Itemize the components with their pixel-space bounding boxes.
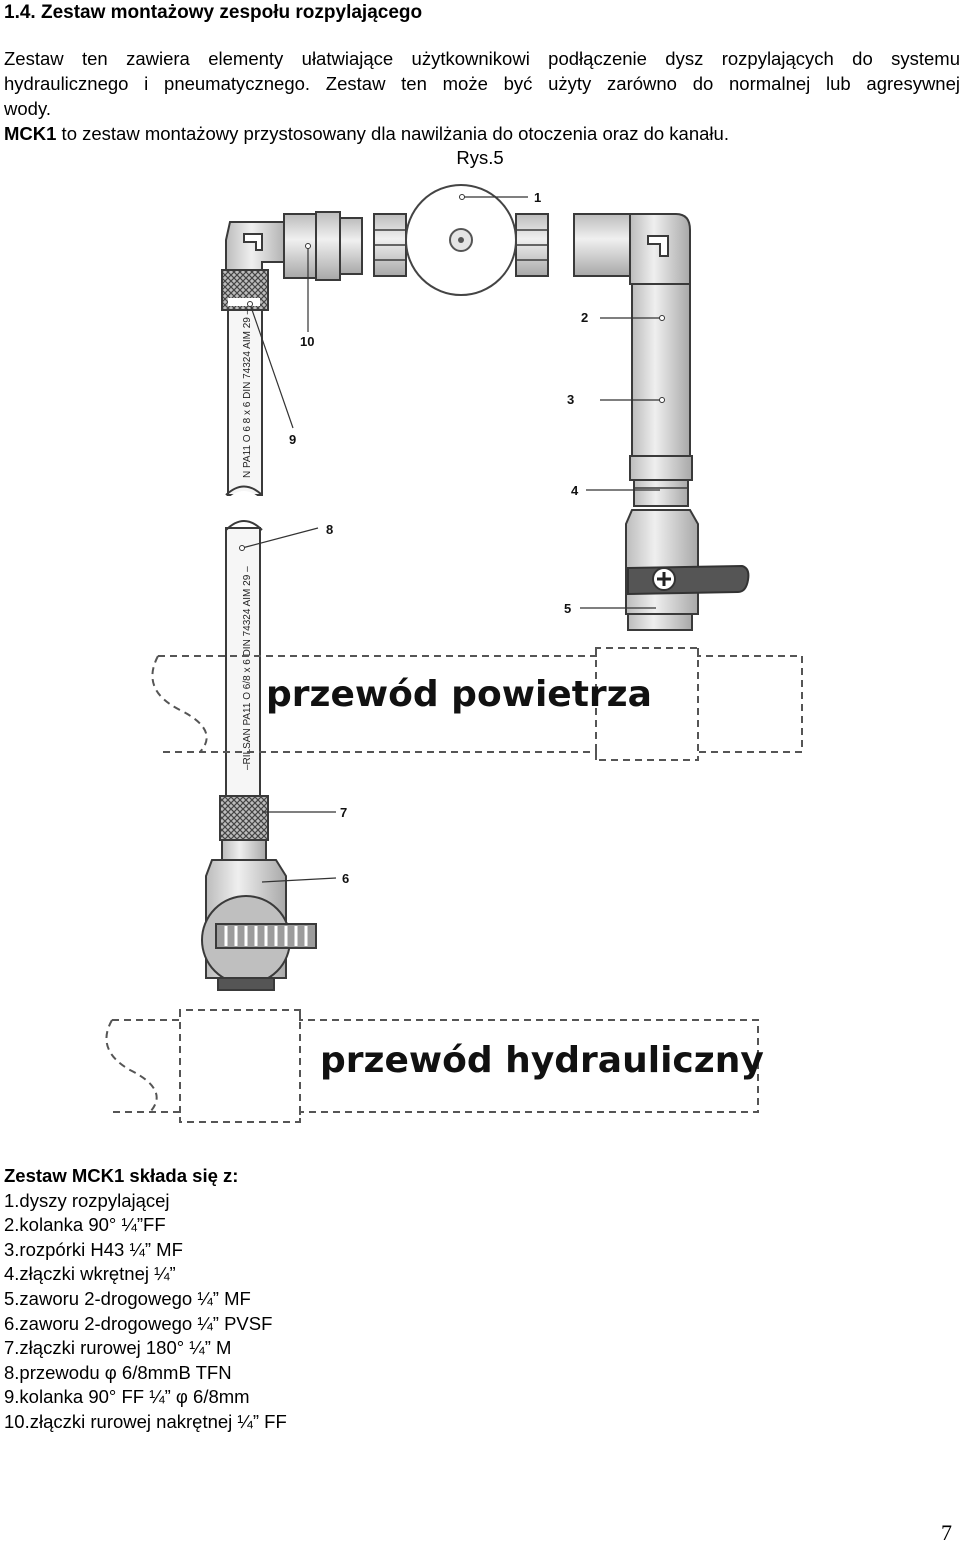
callout-label: 1 xyxy=(534,190,541,205)
knurled-nut-7 xyxy=(219,795,269,841)
spacer-3 xyxy=(631,283,691,457)
callout-label: 4 xyxy=(571,483,579,498)
air-pipe-label: przewód powietrza xyxy=(266,674,652,715)
hose-print-upper: N PA11 O 6 8 x 6 DIN 74324 AIM 29 – xyxy=(242,308,253,478)
product-code: MCK1 xyxy=(4,123,57,144)
intro-line: MCK1 to zestaw montażowy przystosowany d… xyxy=(4,121,960,146)
hose-print-lower: –RILSAN PA11 O 6/8 x 6 DIN 74324 AIM 29 … xyxy=(242,566,253,770)
callout-label: 5 xyxy=(564,601,571,616)
parts-list-item: 1.dyszy rozpylającej xyxy=(4,1189,170,1211)
parts-list-item: 8.przewodu φ 6/8mmB TFN xyxy=(4,1361,232,1383)
valve-5 xyxy=(625,509,699,615)
page-number: 7 xyxy=(941,1520,952,1545)
assembly-diagram: N PA11 O 6 8 x 6 DIN 74324 AIM 29 – –RIL… xyxy=(105,184,803,1123)
parts-list-item: 3.rozpórki H43 ¼” MF xyxy=(4,1238,183,1260)
water-duct xyxy=(105,1009,759,1123)
section-heading: 1.4. Zestaw montażowy zespołu rozpylając… xyxy=(4,2,423,23)
parts-list-item: 2.kolanka 90° ¼”FF xyxy=(4,1214,166,1236)
callout-label: 2 xyxy=(581,310,588,325)
parts-list: Zestaw MCK1 składa się z: 1.dyszy rozpyl… xyxy=(4,1164,287,1435)
parts-list-item: 6.zaworu 2-drogowego ¼” PVSF xyxy=(4,1312,273,1334)
air-duct xyxy=(151,647,803,761)
parts-list-item: 4.złączki wkrętnej ¼” xyxy=(4,1263,176,1285)
callout-label: 6 xyxy=(342,871,349,886)
intro-line: hydraulicznego i pneumatycznego. Zestaw … xyxy=(4,73,960,94)
nut-4 xyxy=(629,455,693,481)
parts-list-item: 10.złączki rurowej nakrętnej ¼” FF xyxy=(4,1410,287,1432)
intro-line: Zestaw ten zawiera elementy ułatwiające … xyxy=(4,48,960,69)
parts-list-item: 9.kolanka 90° FF ¼” φ 6/8mm xyxy=(4,1386,250,1408)
callout-label: 7 xyxy=(340,805,347,820)
callout-label: 3 xyxy=(567,392,574,407)
intro-line-rest: to zestaw montażowy przystosowany dla na… xyxy=(56,123,729,144)
callout-label: 8 xyxy=(326,522,333,537)
coupling-10 xyxy=(283,213,317,279)
intro-paragraph: Zestaw ten zawiera elementy ułatwiające … xyxy=(4,46,960,146)
parts-list-item: 7.złączki rurowej 180° ¼” M xyxy=(4,1337,232,1359)
water-valve-assembly xyxy=(201,795,317,991)
nozzle-assembly xyxy=(221,184,750,631)
water-pipe-label: przewód hydrauliczny xyxy=(320,1040,764,1081)
callout-label: 9 xyxy=(289,432,296,447)
hose-lower xyxy=(225,527,261,797)
parts-list-title: Zestaw MCK1 składa się z: xyxy=(4,1165,239,1186)
callout-label: 10 xyxy=(300,334,314,349)
intro-line: wody. xyxy=(4,98,51,119)
figure-caption: Rys.5 xyxy=(456,147,504,168)
parts-list-item: 5.zaworu 2-drogowego ¼” MF xyxy=(4,1287,251,1309)
